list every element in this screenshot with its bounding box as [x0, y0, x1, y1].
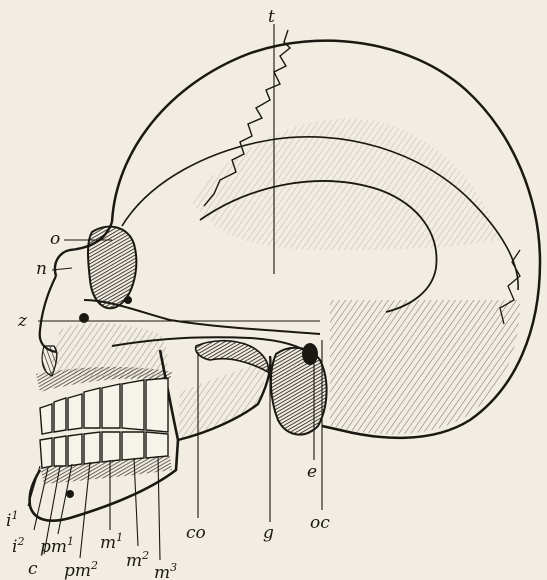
nasal-bone: [40, 276, 56, 352]
zygomatic-foramen: [124, 296, 132, 304]
mandible-shading: [178, 360, 266, 440]
label-t: t: [268, 7, 275, 27]
label-m3: m3: [154, 561, 177, 580]
label-m1: m1: [100, 531, 123, 553]
parietal-shading: [190, 118, 500, 250]
label-g: g: [263, 523, 274, 543]
label-i1: i1: [6, 509, 18, 531]
mastoid-process: [271, 348, 327, 435]
label-e: e: [307, 462, 317, 482]
label-z: z: [17, 311, 28, 331]
label-c: c: [28, 559, 38, 579]
label-o: o: [50, 229, 60, 249]
ear-canal: [302, 343, 318, 365]
orbit: [88, 227, 136, 309]
label-oc: oc: [310, 513, 330, 533]
label-i2: i2: [12, 535, 24, 557]
occipital-shading: [330, 300, 520, 434]
label-pm1: pm1: [40, 535, 74, 557]
label-n: n: [36, 259, 47, 279]
label-co: co: [186, 523, 206, 543]
mental-foramen: [66, 490, 74, 498]
label-pm2: pm2: [64, 559, 98, 580]
label-m2: m2: [126, 549, 149, 571]
